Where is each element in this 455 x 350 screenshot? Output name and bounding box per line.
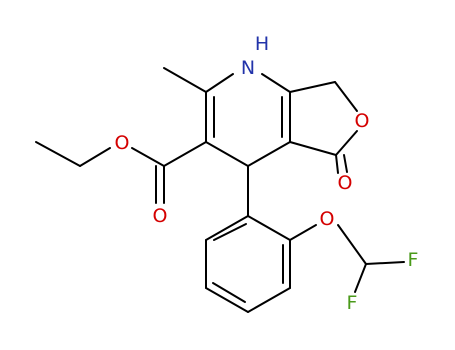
bond-ph6-ph1 [205,215,249,241]
bond-ph2-oether [289,224,317,241]
bond-cester-osingle [131,147,165,167]
atom-n-hydrogen: H [255,33,269,55]
bond-ph4-ph5 [205,287,249,313]
bond-osingle-ch2 [79,147,111,167]
bond-c3-c4 [205,141,249,167]
atom-oxygen-ring: O [355,110,370,132]
atom-oxygen-lactone-carbonyl: O [338,172,353,194]
bond-c7a-c7 [289,81,336,93]
bond-c5-c4a [289,141,337,156]
atom-fluorine-1: F [408,249,419,271]
bond-n-c7a [261,73,291,93]
bond-c5-ocarbonyl-double [343,154,348,173]
atom-oxygen-ester-single: O [115,132,130,154]
bond-c3-cester [163,141,207,167]
bond-o-c5 [335,130,358,156]
atom-oxygen-ether: O [320,208,335,230]
bond-chf2-f2 [354,263,367,293]
bond-ph3-ph4 [247,287,291,313]
bond-layer [35,67,405,313]
atom-fluorine-2: F [347,292,358,314]
bond-ph-inner-2 [212,282,246,303]
bond-c7-o [334,81,358,112]
bond-ph1-ph2 [247,215,291,241]
atom-label-layer: H N O O O O O F F [115,33,419,314]
bond-n-c2 [205,73,234,93]
atom-nitrogen: N [241,57,255,79]
bond-c5-ocarbonyl [335,154,339,174]
bond-ch2-ch3 [35,141,81,167]
bond-chf2-f1 [365,261,405,265]
bond-c2-methyl [163,67,207,93]
bond-c4-c4a [247,141,291,167]
bond-ph-inner-3 [213,223,247,241]
atom-oxygen-ester-carbonyl: O [153,205,168,227]
bond-oether-chf2 [337,224,367,265]
